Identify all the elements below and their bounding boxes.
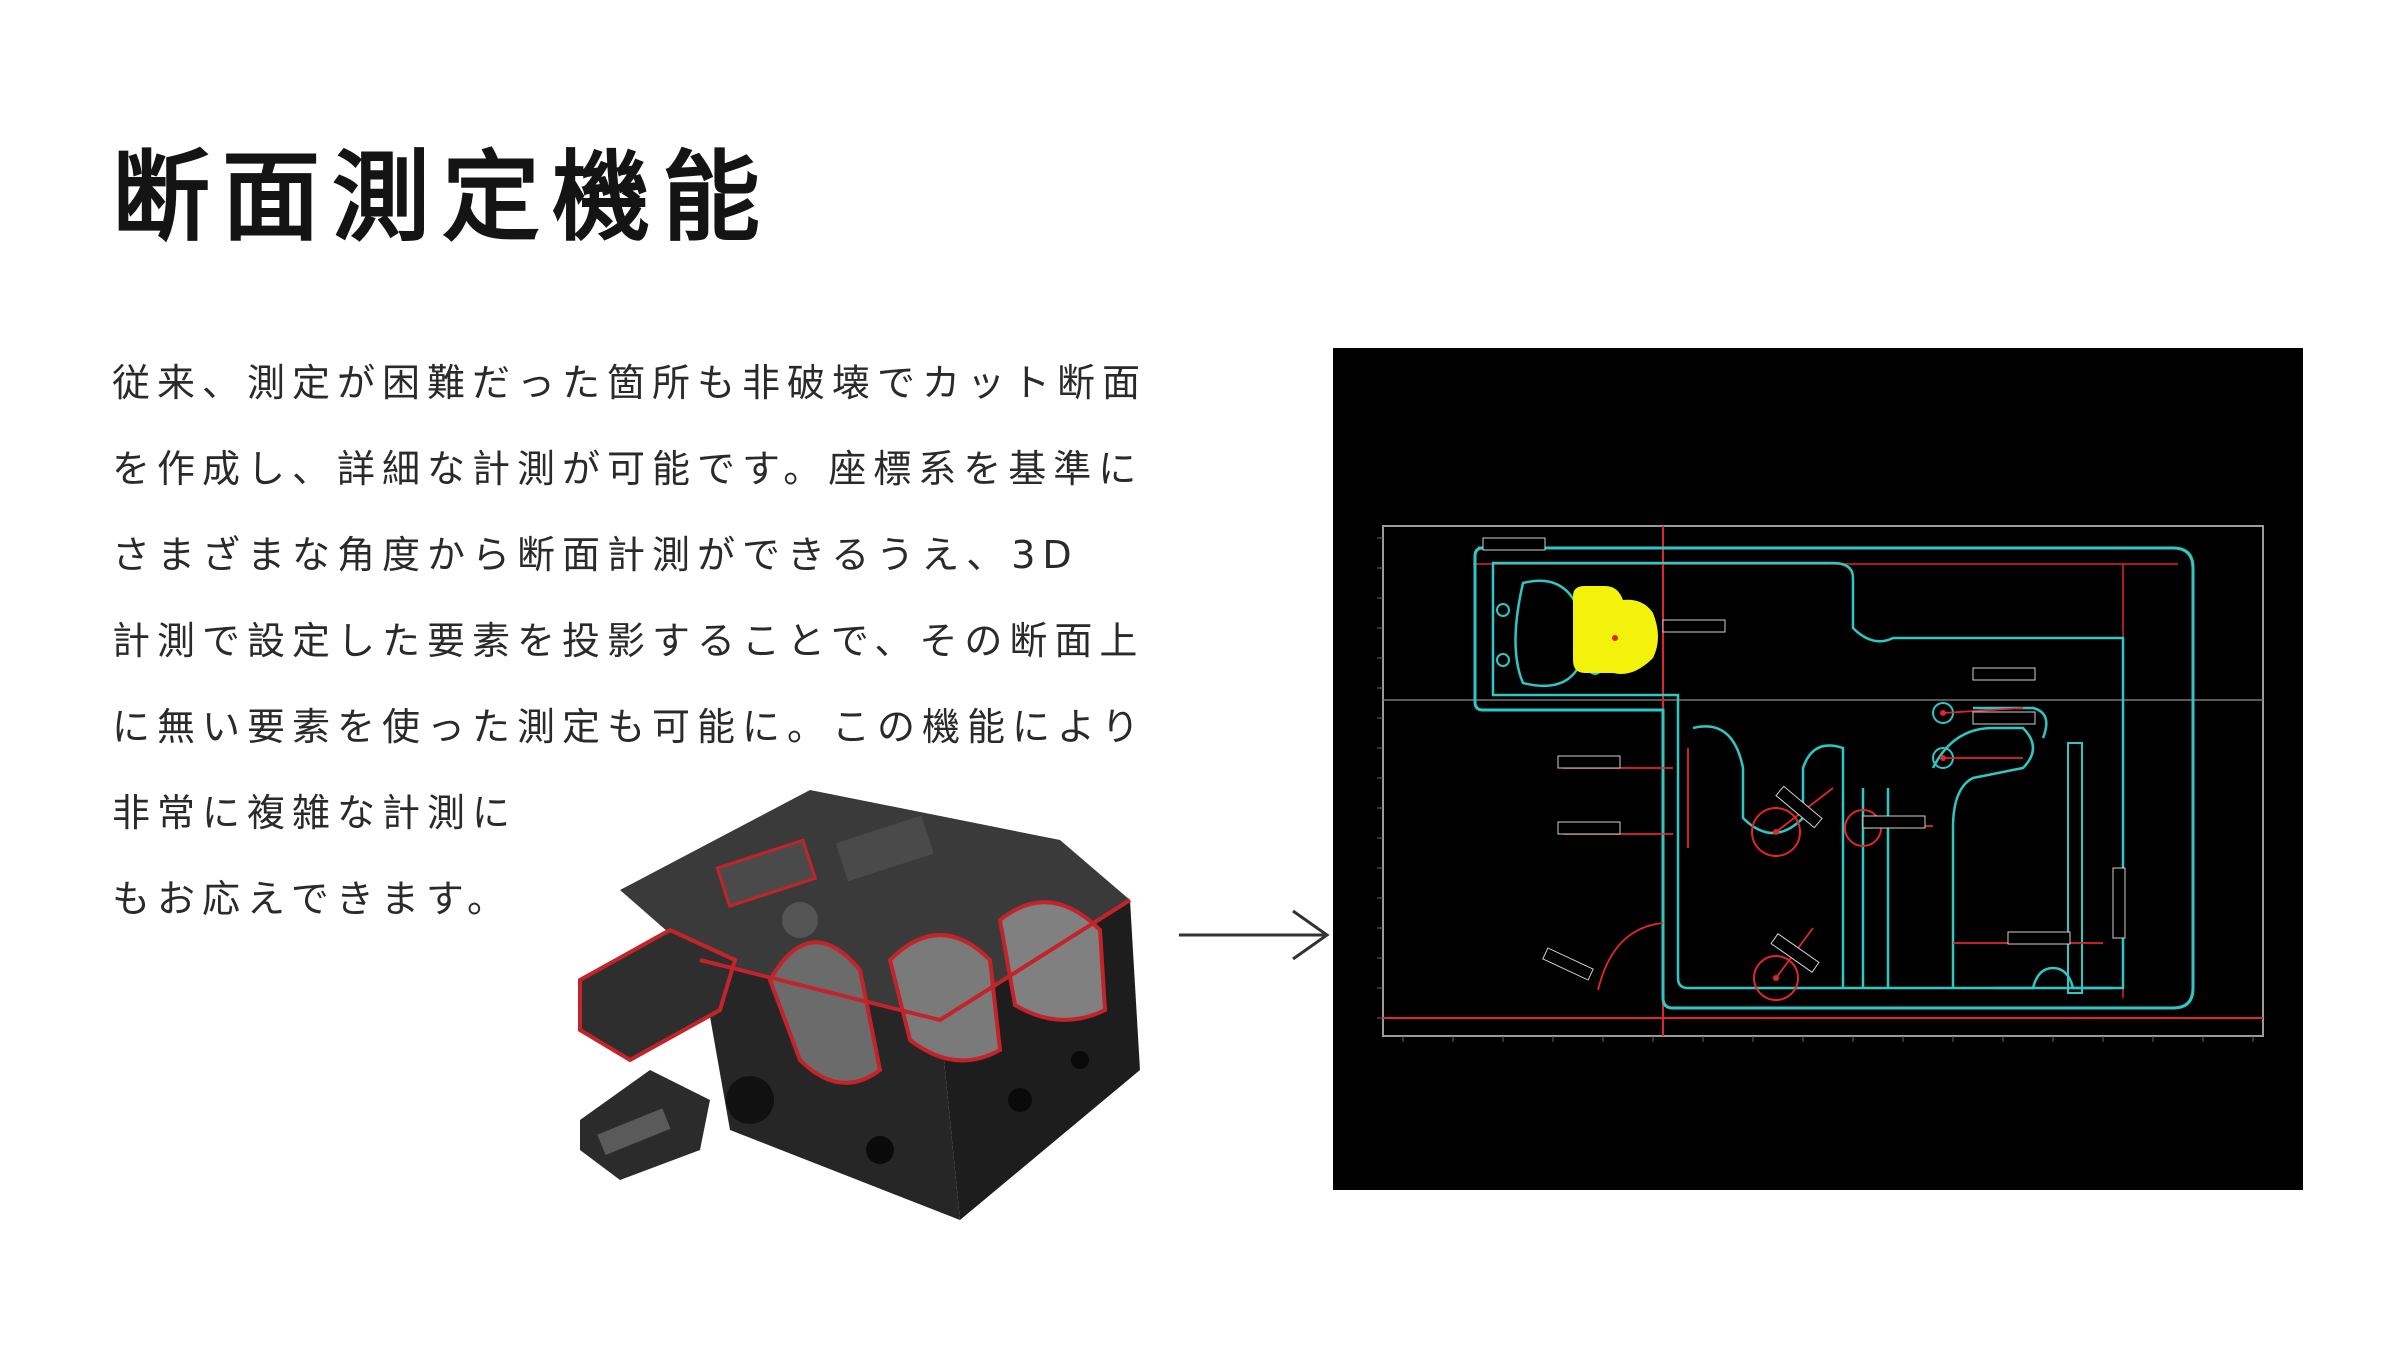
description-line: もお応えできます。 (112, 877, 513, 921)
description-line: 従来、測定が困難だった箇所も非破壊でカット断面 (112, 361, 1148, 405)
description-line: 非常に複雑な計測に (112, 791, 518, 835)
arrow-right-icon (1175, 905, 1335, 965)
section-measurement-screen (1333, 348, 2303, 1190)
description-line: を作成し、詳細な計測が可能です。座標系を基準に (112, 447, 1144, 491)
description-line: に無い要素を使った測定も可能に。この機能により (112, 705, 1147, 749)
description-line: さまざまな角度から断面計測ができるうえ、3D (112, 533, 1079, 577)
cross-section-part-image (560, 770, 1160, 1240)
description: 従来、測定が困難だった箇所も非破壊でカット断面 を作成し、詳細な計測が可能です。… (112, 340, 1192, 942)
description-line: 計測で設定した要素を投影することで、その断面上 (112, 619, 1145, 663)
page-title: 断面測定機能 (112, 141, 773, 255)
